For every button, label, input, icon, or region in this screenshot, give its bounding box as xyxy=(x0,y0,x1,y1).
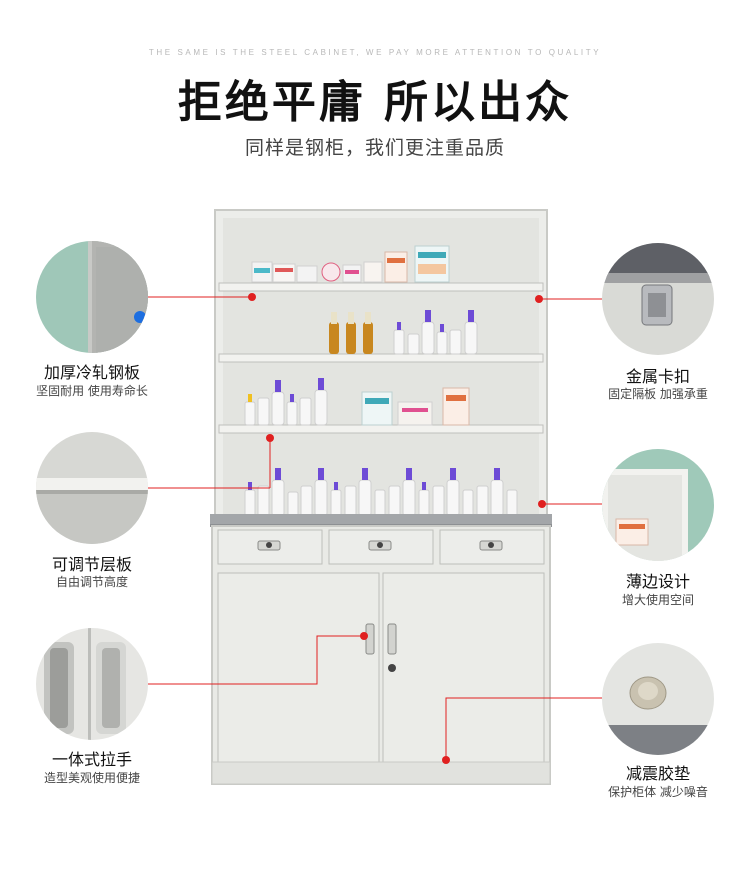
shelf-1 xyxy=(218,282,544,292)
adjustable-shelf-detail-image xyxy=(36,432,148,544)
thin-edge-detail-image xyxy=(602,449,714,561)
shelf-3 xyxy=(218,424,544,434)
callout-dots xyxy=(248,293,546,764)
feature-title-thin-edge: 薄边设计 xyxy=(625,572,690,591)
shelf-2-bottles xyxy=(329,310,478,355)
thick-steel-detail-image xyxy=(36,241,148,353)
left-door xyxy=(217,572,380,764)
drawer-handles xyxy=(257,540,503,551)
feature-desc-integrated-handle: 造型美观使用便捷 xyxy=(43,771,140,785)
feature-desc-metal-clip: 固定隔板 加强承重 xyxy=(608,387,708,401)
feature-desc-thick-steel: 坚固耐用 使用寿命长 xyxy=(36,384,148,398)
metal-clip-detail-image xyxy=(602,243,714,355)
right-door xyxy=(382,572,545,764)
page-title: 拒绝平庸 所以出众 xyxy=(177,77,573,128)
integrated-handle-detail-image xyxy=(36,628,148,740)
feature-title-adjustable-shelf: 可调节层板 xyxy=(51,555,132,574)
feature-desc-rubber-pad: 保护柜体 减少噪音 xyxy=(608,785,708,799)
callout-lines xyxy=(148,296,602,760)
worktop xyxy=(210,514,552,526)
feature-title-metal-clip: 金属卡扣 xyxy=(625,367,690,386)
feature-title-rubber-pad: 减震胶垫 xyxy=(625,764,690,783)
english-tagline: THE SAME IS THE STEEL CABINET, WE PAY MO… xyxy=(148,48,602,57)
door-handles xyxy=(365,623,397,672)
feature-title-integrated-handle: 一体式拉手 xyxy=(51,750,132,769)
feature-desc-thin-edge: 增大使用空间 xyxy=(621,593,694,607)
lower-shelf-bottles xyxy=(244,468,518,517)
rubber-pad-detail-image xyxy=(602,643,714,755)
page-subtitle: 同样是钢柜，我们更注重品质 xyxy=(244,137,505,159)
shelf-2 xyxy=(218,353,544,363)
feature-desc-adjustable-shelf: 自由调节高度 xyxy=(55,575,128,589)
shelf-1-boxes xyxy=(251,245,450,283)
shelf-3-items xyxy=(244,378,470,426)
feature-title-thick-steel: 加厚冷轧钢板 xyxy=(43,363,140,382)
